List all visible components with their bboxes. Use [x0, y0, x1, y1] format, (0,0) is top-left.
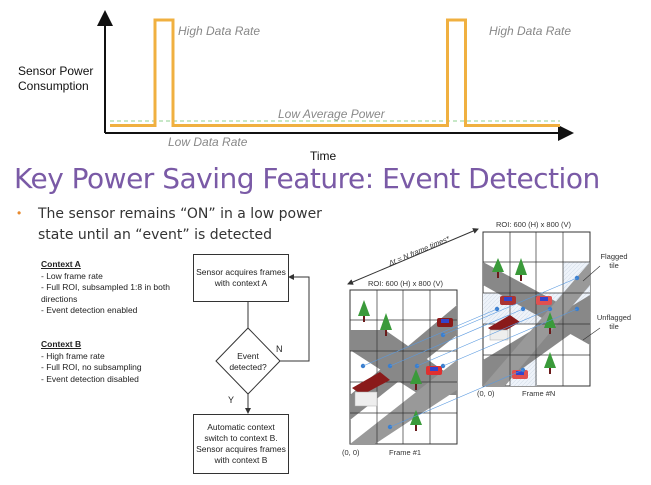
- annotation-high-2: High Data Rate: [489, 24, 571, 38]
- delta-t-label: Δt = N frame times*: [386, 234, 452, 269]
- no-label: N: [276, 344, 283, 354]
- tile-center-dot: [360, 363, 366, 369]
- tile-center-dot: [547, 306, 553, 312]
- flagged-pointer: [582, 265, 601, 282]
- y-axis-label-1: Sensor Power: [18, 64, 93, 78]
- flow-box-context-b: Automatic context switch to context B. S…: [193, 414, 289, 474]
- frame-n-roi: ROI: 600 (H) x 800 (V): [496, 220, 572, 229]
- frame-n-label: Frame #N: [522, 389, 556, 398]
- context-a: Context A - Low frame rate - Full ROI, s…: [41, 259, 171, 317]
- tile-center-dot: [520, 306, 526, 312]
- flagged-tile-label: Flagged tile: [600, 252, 628, 270]
- tile-center-dot: [414, 363, 420, 369]
- house-icon: [352, 372, 390, 407]
- decision-text-2: detected?: [229, 362, 267, 372]
- frame-1-origin: (0, 0): [342, 448, 360, 457]
- tile-center-dot: [494, 306, 500, 312]
- house-icon: [488, 315, 520, 341]
- context-b-heading: Context B: [41, 339, 82, 349]
- bullet-icon: •: [17, 206, 22, 220]
- annotation-high-1: High Data Rate: [178, 24, 260, 38]
- tile-center-dot: [387, 363, 393, 369]
- yes-label: Y: [228, 395, 234, 405]
- tile-center-dot: [387, 424, 393, 430]
- annotation-avg: Low Average Power: [278, 107, 386, 121]
- tree-icon: [492, 258, 504, 278]
- tree-icon: [380, 313, 392, 336]
- context-a-line: - Full ROI, subsampled 1:8 in both direc…: [41, 282, 170, 304]
- context-a-heading: Context A: [41, 259, 81, 269]
- car-icon: [426, 366, 442, 375]
- tree-icon: [358, 300, 370, 322]
- bullet-text: The sensor remains “ON” in a low power s…: [38, 206, 322, 243]
- x-axis-label: Time: [310, 149, 337, 163]
- tile-center-dot: [574, 306, 580, 312]
- context-b-line: - High frame rate: [41, 350, 105, 361]
- power-consumption-chart: Sensor Power Consumption Time High Data …: [18, 10, 574, 163]
- context-a-line: - Low frame rate: [41, 270, 103, 281]
- frame-n-origin: (0, 0): [477, 389, 495, 398]
- tree-icon: [544, 352, 556, 374]
- context-b-line: - Event detection disabled: [41, 373, 139, 384]
- flow-box-context-a: Sensor acquires frames with context A: [193, 254, 289, 302]
- tree-icon: [515, 258, 527, 281]
- car-icon: [512, 370, 528, 379]
- tile-center-dot: [440, 363, 446, 369]
- context-b: Context B - High frame rate - Full ROI, …: [41, 339, 171, 385]
- tree-icon: [410, 369, 422, 390]
- frame-1-label: Frame #1: [389, 448, 422, 457]
- flow-box-b-text: Automatic context switch to context B. S…: [196, 422, 286, 465]
- delta-t-arrow: [347, 228, 479, 285]
- tile-center-dot: [574, 275, 580, 281]
- tile-correspondence-lines: [362, 277, 578, 428]
- tile-center-dot: [520, 367, 526, 373]
- frame-n: [482, 231, 591, 387]
- flow-box-a-text: Sensor acquires frames with context A: [196, 267, 286, 288]
- unflagged-tile-label: Unflagged tile: [596, 313, 632, 331]
- slide-title: Key Power Saving Feature: Event Detectio…: [14, 162, 600, 195]
- frame-1-roi: ROI: 600 (H) x 800 (V): [368, 279, 444, 288]
- decision-diamond: [215, 327, 281, 395]
- tile-center-dot: [440, 332, 446, 338]
- tree-icon: [544, 312, 556, 334]
- car-icon: [500, 296, 516, 305]
- car-icon: [437, 318, 453, 327]
- context-b-line: - Full ROI, no subsampling: [41, 362, 142, 372]
- annotation-low: Low Data Rate: [168, 135, 248, 149]
- y-axis-label-2: Consumption: [18, 79, 89, 93]
- power-line: [110, 18, 560, 127]
- tree-icon: [410, 410, 422, 431]
- frame-1: [349, 289, 458, 445]
- context-a-line: - Event detection enabled: [41, 305, 138, 315]
- car-icon: [536, 296, 552, 305]
- decision-text-1: Event: [237, 351, 259, 361]
